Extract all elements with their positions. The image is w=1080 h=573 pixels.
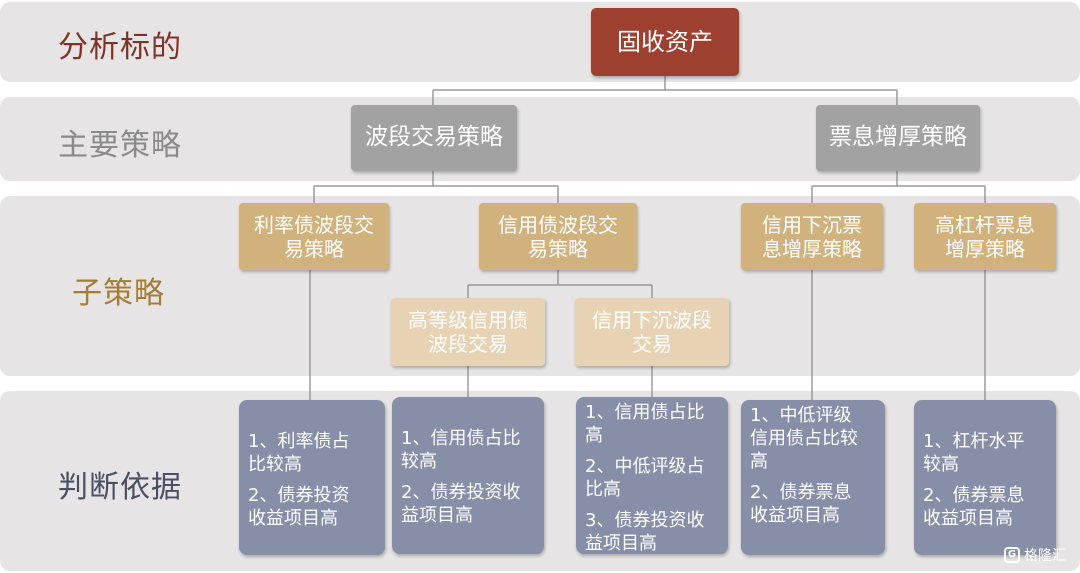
basis-item: 3、债券投资收益项目高 [585, 510, 705, 555]
sub-strategy-line1: 信用下沉波段 [592, 308, 712, 332]
root-node-label: 固收资产 [617, 27, 713, 56]
basis-item: 1、杠杆水平较高 [923, 431, 1025, 476]
basis-item: 1、利率债占比较高 [248, 431, 350, 476]
watermark-logo-icon: G [1004, 547, 1020, 563]
sub-strategy-line2: 息增厚策略 [762, 236, 862, 261]
basis-item: 2、中低评级占比高 [585, 456, 705, 501]
main-strategy-coupon-enhancement: 票息增厚策略 [816, 105, 980, 171]
sub-strategy-high-grade-credit: 高等级信用债波段交易 [391, 298, 545, 366]
sub-strategy-line1: 信用下沉票 [762, 212, 862, 237]
basis-credit-sink-band: 1、信用债占比高 2、中低评级占比高 3、债券投资收益项目高 [576, 397, 728, 554]
basis-credit-bond-high-grade: 1、信用债占比较高 2、债券投资收益项目高 [392, 397, 544, 554]
basis-item: 1、信用债占比高 [585, 402, 705, 447]
sub-strategy-credit-sink-coupon: 信用下沉票息增厚策略 [741, 203, 883, 270]
basis-item: 2、债券投资收益项目高 [248, 485, 350, 530]
basis-item: 2、债券投资收益项目高 [401, 482, 521, 527]
sub-strategy-line1: 高等级信用债 [408, 308, 528, 332]
row-label-target: 分析标的 [58, 30, 182, 65]
watermark-text: 格隆汇 [1024, 548, 1066, 564]
sub-strategy-line2: 交易 [632, 332, 672, 356]
basis-item: 2、债券票息收益项目高 [750, 482, 852, 527]
sub-strategy-line2: 易策略 [284, 236, 344, 261]
sub-strategy-high-leverage: 高杠杆票息增厚策略 [914, 203, 1056, 270]
sub-strategy-line2: 增厚策略 [945, 236, 1025, 261]
sub-strategy-rate-bond: 利率债波段交易策略 [239, 203, 389, 270]
sub-strategy-line1: 信用债波段交 [498, 212, 618, 237]
basis-credit-sink-coupon: 1、中低评级信用债占比较高 2、债券票息收益项目高 [741, 400, 885, 555]
main-strategy-label: 波段交易策略 [365, 124, 503, 151]
sub-strategy-line2: 波段交易 [428, 332, 508, 356]
row-label-sub-strategy: 子策略 [72, 276, 165, 311]
basis-item: 1、中低评级信用债占比较高 [750, 405, 858, 473]
basis-item: 1、信用债占比较高 [401, 428, 521, 473]
sub-strategy-line1: 利率债波段交 [254, 212, 374, 237]
sub-strategy-line2: 易策略 [528, 236, 588, 261]
main-strategy-band-trading: 波段交易策略 [351, 105, 517, 171]
band-target [0, 2, 1080, 82]
basis-item: 2、债券票息收益项目高 [923, 485, 1025, 530]
sub-strategy-line1: 高杠杆票息 [935, 212, 1035, 237]
watermark: G 格隆汇 [1004, 545, 1066, 565]
main-strategy-label: 票息增厚策略 [829, 124, 967, 151]
basis-high-leverage: 1、杠杆水平较高 2、债券票息收益项目高 [914, 400, 1056, 555]
sub-strategy-credit-bond: 信用债波段交易策略 [479, 203, 637, 270]
row-label-main-strategy: 主要策略 [58, 128, 182, 163]
sub-strategy-credit-sink-band: 信用下沉波段交易 [575, 298, 729, 366]
row-label-basis: 判断依据 [58, 470, 182, 505]
root-node: 固收资产 [591, 8, 739, 76]
basis-rate-bond: 1、利率债占比较高 2、债券投资收益项目高 [239, 400, 385, 555]
